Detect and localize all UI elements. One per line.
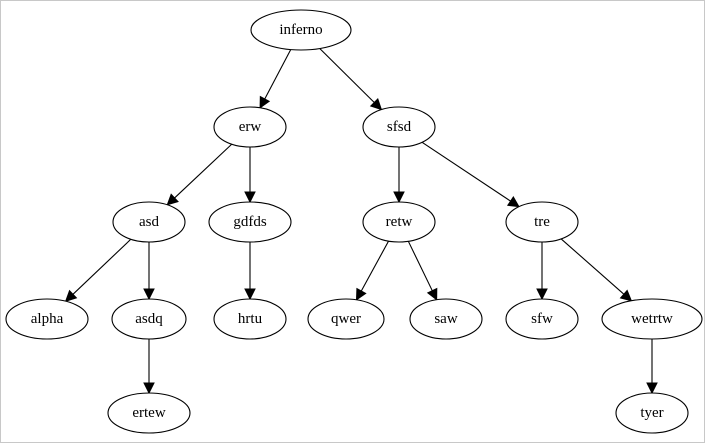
nodes-layer: inferno erw sfsd asd gdfds retw tre alpha asdq hr… — [5, 9, 703, 434]
node-ellipse — [362, 106, 436, 148]
node-retw: retw — [362, 201, 436, 243]
arrowhead-icon — [64, 289, 78, 302]
node-label: wetrtw — [631, 311, 673, 327]
arrowhead-icon — [393, 191, 405, 204]
node-ellipse — [213, 106, 287, 148]
node-label: tre — [534, 214, 550, 230]
node-ellipse — [505, 201, 579, 243]
arrowhead-icon — [506, 196, 520, 208]
arrowhead-icon — [259, 95, 271, 109]
node-label: asdq — [135, 311, 163, 327]
node-inferno: inferno — [250, 9, 352, 51]
edge-inferno-to-sfsd — [319, 48, 383, 111]
edge-erw-to-asd — [166, 143, 233, 206]
node-ellipse — [112, 201, 186, 243]
edge-erw-to-gdfds — [244, 147, 256, 204]
arrowhead-icon — [426, 287, 438, 301]
node-saw: saw — [409, 298, 483, 340]
edge-inferno-to-erw — [259, 49, 292, 109]
edge-line — [360, 240, 390, 292]
node-wetrtw: wetrtw — [601, 298, 703, 340]
node-tyer: tyer — [615, 392, 689, 434]
node-ellipse — [362, 201, 436, 243]
node-tre: tre — [505, 201, 579, 243]
node-label: gdfds — [233, 214, 266, 230]
edge-asd-to-asdq — [143, 242, 155, 301]
edge-line — [174, 143, 233, 199]
node-ellipse — [615, 392, 689, 434]
node-qwer: qwer — [307, 298, 385, 340]
node-label: hrtu — [238, 311, 263, 327]
edge-gdfds-to-hrtu — [244, 242, 256, 301]
edge-asd-to-alpha — [64, 238, 132, 302]
node-label: alpha — [31, 311, 64, 327]
node-label: ertew — [132, 405, 165, 421]
node-ellipse — [213, 298, 287, 340]
node-label: erw — [239, 119, 262, 135]
arrowhead-icon — [355, 287, 367, 301]
node-label: sfsd — [387, 119, 412, 135]
node-ellipse — [409, 298, 483, 340]
edge-line — [72, 238, 132, 295]
arrowhead-icon — [244, 191, 256, 204]
arrowhead-icon — [646, 382, 658, 395]
edge-sfsd-to-retw — [393, 147, 405, 204]
node-ellipse — [111, 298, 187, 340]
arrowhead-icon — [536, 288, 548, 301]
node-sfsd: sfsd — [362, 106, 436, 148]
node-erw: erw — [213, 106, 287, 148]
edge-line — [421, 141, 511, 202]
arrowhead-icon — [244, 288, 256, 301]
edge-asdq-to-ertew — [143, 339, 155, 395]
node-sfw: sfw — [505, 298, 579, 340]
node-label: sfw — [531, 311, 553, 327]
edge-line — [319, 48, 375, 103]
edge-wetrtw-to-tyer — [646, 339, 658, 395]
node-ellipse — [601, 298, 703, 340]
node-ertew: ertew — [107, 392, 191, 434]
arrowhead-icon — [166, 193, 179, 206]
node-label: asd — [139, 214, 159, 230]
node-asdq: asdq — [111, 298, 187, 340]
edge-line — [264, 49, 292, 100]
node-hrtu: hrtu — [213, 298, 287, 340]
node-ellipse — [208, 201, 292, 243]
node-alpha: alpha — [5, 298, 89, 340]
edge-sfsd-to-tre — [421, 141, 520, 208]
node-ellipse — [107, 392, 191, 434]
edges-layer — [64, 48, 658, 395]
edge-retw-to-saw — [407, 241, 438, 301]
node-ellipse — [5, 298, 89, 340]
arrowhead-icon — [619, 289, 633, 302]
node-label: retw — [386, 214, 413, 230]
arrowhead-icon — [369, 98, 383, 111]
node-gdfds: gdfds — [208, 201, 292, 243]
node-label: inferno — [279, 22, 322, 38]
arrowhead-icon — [143, 382, 155, 395]
node-ellipse — [505, 298, 579, 340]
node-label: saw — [434, 311, 457, 327]
arrowhead-icon — [143, 288, 155, 301]
edge-line — [560, 238, 625, 295]
edge-tre-to-sfw — [536, 242, 548, 301]
edge-line — [407, 241, 433, 291]
node-label: tyer — [640, 405, 663, 421]
edge-tre-to-wetrtw — [560, 238, 633, 302]
node-asd: asd — [112, 201, 186, 243]
edge-retw-to-qwer — [355, 240, 390, 301]
node-ellipse — [307, 298, 385, 340]
node-ellipse — [250, 9, 352, 51]
node-label: qwer — [331, 311, 361, 327]
